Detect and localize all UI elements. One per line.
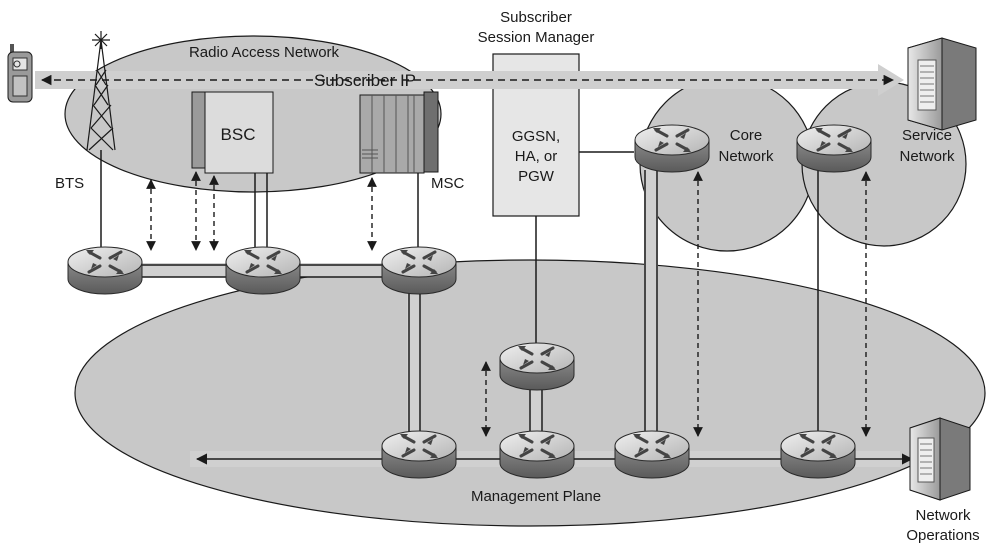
bsc-label: BSC bbox=[221, 125, 256, 144]
server-icon bbox=[907, 37, 977, 131]
subscriber-session-manager-label: Subscriber bbox=[500, 9, 572, 26]
network-operations-label: Network bbox=[915, 507, 971, 524]
antenna-tower-icon bbox=[86, 31, 116, 151]
router-icon bbox=[613, 429, 691, 480]
radio-access-network-label: Radio Access Network bbox=[189, 44, 340, 61]
router-icon bbox=[380, 429, 458, 480]
subscriber-ip-label: Subscriber IP bbox=[314, 71, 416, 90]
service-network-label: Network bbox=[899, 148, 955, 165]
ggsn-label: HA, or bbox=[515, 148, 558, 165]
management-plane-label: Management Plane bbox=[471, 488, 601, 505]
router-icon bbox=[779, 429, 857, 480]
router-icon bbox=[66, 245, 144, 296]
msc-label: MSC bbox=[431, 175, 465, 192]
ggsn-label: PGW bbox=[518, 168, 555, 185]
service-network-label: Service bbox=[902, 127, 952, 144]
ggsn-label: GGSN, bbox=[512, 128, 560, 145]
router-icon bbox=[224, 245, 302, 296]
subscriber-session-manager-label: Session Manager bbox=[478, 29, 595, 46]
router-icon bbox=[633, 123, 711, 174]
router-icon bbox=[498, 429, 576, 480]
core-network-label: Core bbox=[730, 127, 763, 144]
core-network-label: Network bbox=[718, 148, 774, 165]
router-icon bbox=[498, 341, 576, 392]
mobile-phone-icon bbox=[7, 44, 33, 103]
router-icon bbox=[795, 123, 873, 174]
network-operations-server-icon bbox=[909, 417, 971, 501]
network-operations-label: Operations bbox=[906, 527, 979, 544]
bts-label: BTS bbox=[55, 175, 84, 192]
msc-cabinet-icon bbox=[359, 91, 439, 174]
router-icon bbox=[380, 245, 458, 296]
bsc-rack bbox=[191, 91, 274, 174]
